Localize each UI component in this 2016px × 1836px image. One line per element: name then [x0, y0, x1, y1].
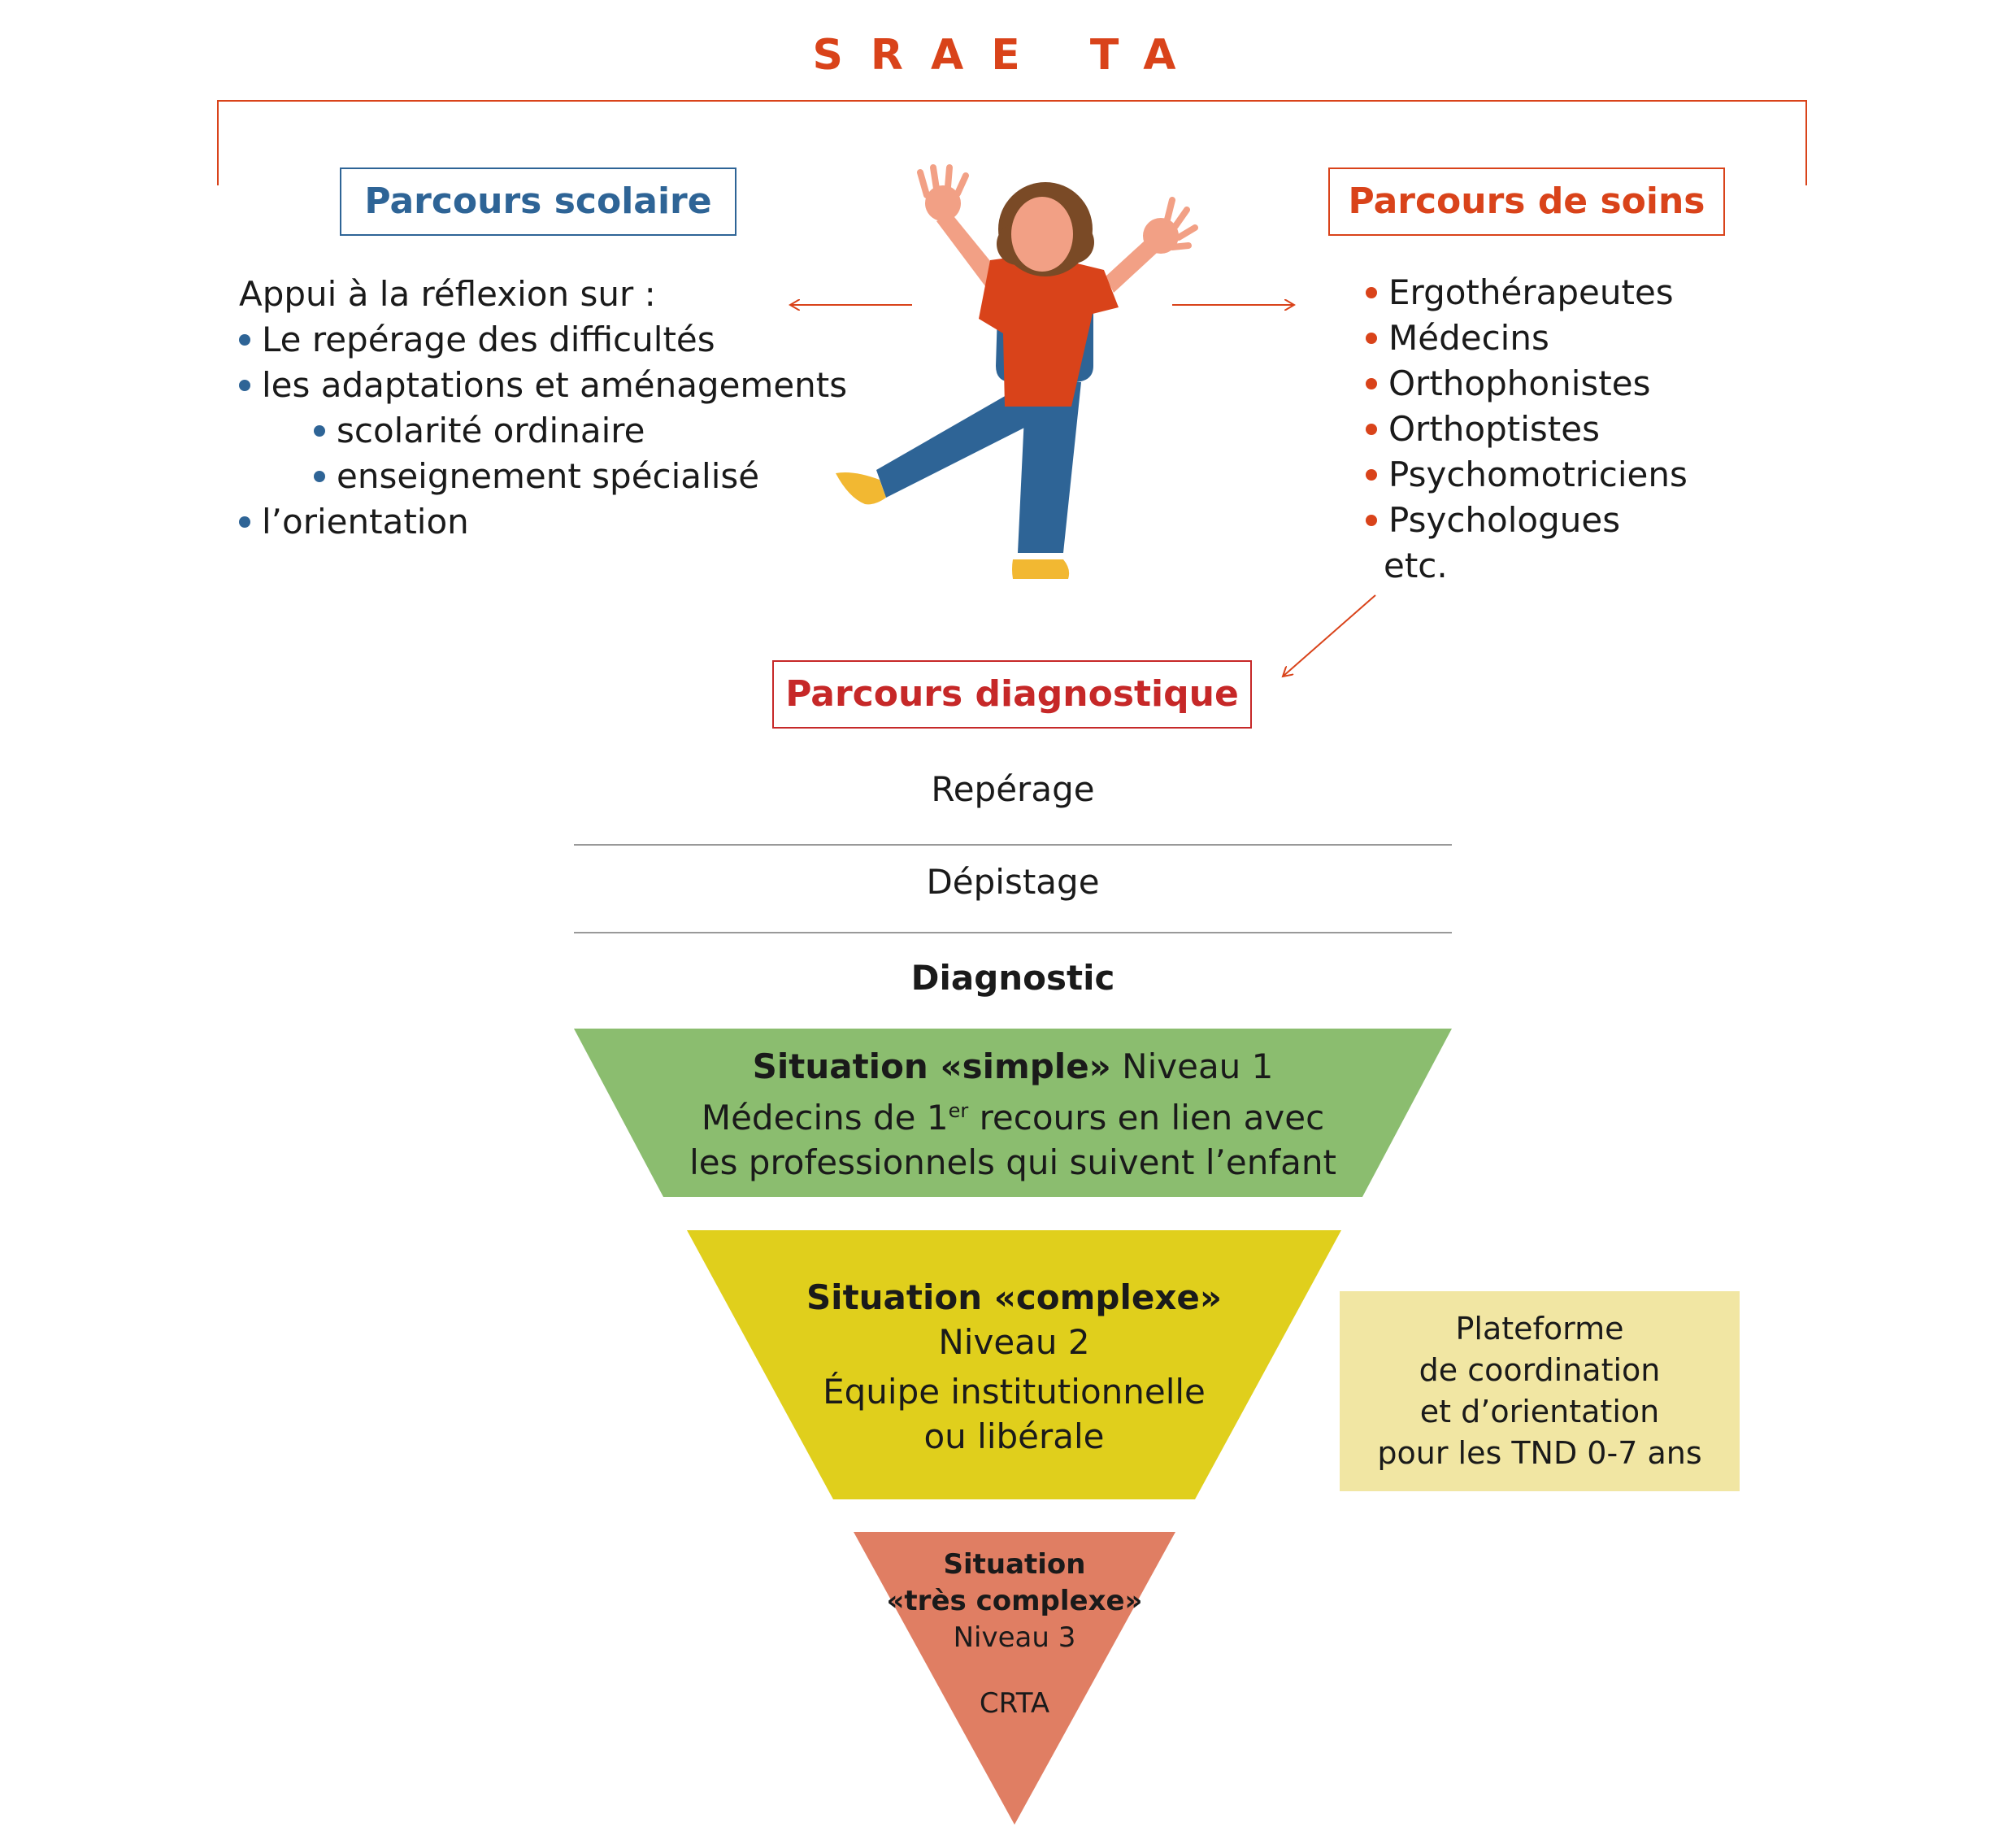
list-item: enseignement spécialisé [239, 454, 847, 499]
plateforme-line: pour les TND 0-7 ans [1377, 1435, 1702, 1471]
child-illustration [836, 164, 1198, 579]
list-item: scolarité ordinaire [239, 408, 847, 454]
list-item: Médecins [1366, 315, 1688, 361]
bullet-icon [239, 380, 250, 391]
bullet-icon [1366, 515, 1377, 526]
niveau-2-level: Niveau 2 [938, 1322, 1090, 1362]
divider [574, 844, 1452, 846]
niveau-3-name: CRTA [979, 1687, 1050, 1720]
plateforme-line: et d’orientation [1419, 1394, 1660, 1429]
niveau-1-text: Situation «simple» Niveau 1 Médecins de … [574, 1044, 1452, 1185]
step-diagnostic: Diagnostic [910, 958, 1115, 998]
bullet-icon [1366, 424, 1377, 435]
bullet-icon [1366, 469, 1377, 481]
bullet-icon [1366, 287, 1377, 298]
list-item: Orthoptistes [1366, 407, 1688, 452]
soins-list: Ergothérapeutes Médecins Orthophonistes … [1366, 270, 1688, 589]
list-item: les adaptations et aménagements [239, 363, 847, 408]
niveau-2-line4: ou libérale [923, 1416, 1105, 1456]
niveau-1-line3: les professionnels qui suivent l’enfant [689, 1142, 1336, 1182]
parcours-soins-heading: Parcours de soins [1328, 168, 1725, 236]
niveau-1-title: Situation «simple» Niveau 1 [752, 1046, 1274, 1086]
niveau-2-title: Situation «complexe» [806, 1277, 1223, 1317]
plateforme-line: Plateforme [1455, 1311, 1624, 1347]
parcours-diagnostique-heading: Parcours diagnostique [772, 660, 1252, 729]
list-item: l’orientation [239, 499, 847, 545]
list-item: Psychologues [1366, 498, 1688, 543]
divider [574, 932, 1452, 933]
bullet-icon [239, 516, 250, 528]
niveau-3-level: Niveau 3 [953, 1621, 1076, 1654]
niveau-3-title-2: «très complexe» [886, 1585, 1143, 1617]
list-item: Ergothérapeutes [1366, 270, 1688, 315]
scolaire-intro: Appui à la réflexion sur : [239, 274, 656, 314]
top-bracket [217, 100, 1807, 185]
arrow-diagonal [1283, 594, 1376, 677]
step-reperage: Repérage [931, 769, 1095, 809]
niveau-2-line3: Équipe institutionnelle [823, 1372, 1206, 1412]
niveau-3-text: Situation «très complexe» Niveau 3 CRTA [854, 1547, 1175, 1722]
step-depistage: Dépistage [926, 862, 1100, 902]
list-item: Psychomotriciens [1366, 452, 1688, 498]
funnel-level-1 [574, 1029, 1452, 1197]
parcours-scolaire-heading: Parcours scolaire [340, 168, 736, 236]
bullet-icon [1366, 378, 1377, 389]
niveau-2-text: Situation «complexe» Niveau 2 Équipe ins… [687, 1275, 1341, 1459]
soins-etc: etc. [1384, 546, 1448, 585]
bullet-icon [239, 334, 250, 346]
list-item: Orthophonistes [1366, 361, 1688, 407]
niveau-3-title-1: Situation [943, 1548, 1086, 1581]
bullet-icon [314, 471, 325, 482]
list-item: Le repérage des difficultés [239, 317, 847, 363]
bullet-icon [314, 425, 325, 437]
niveau-1-line2: Médecins de 1er recours en lien avec [701, 1098, 1325, 1138]
bullet-icon [1366, 333, 1377, 344]
funnel-level-2 [687, 1230, 1341, 1499]
plateforme-box: Plateforme de coordination et d’orientat… [1340, 1291, 1740, 1491]
scolaire-list: Appui à la réflexion sur : Le repérage d… [239, 272, 847, 545]
funnel-level-3 [854, 1532, 1175, 1825]
page-title: SRAE TA [812, 31, 1204, 80]
plateforme-line: de coordination [1419, 1352, 1661, 1388]
